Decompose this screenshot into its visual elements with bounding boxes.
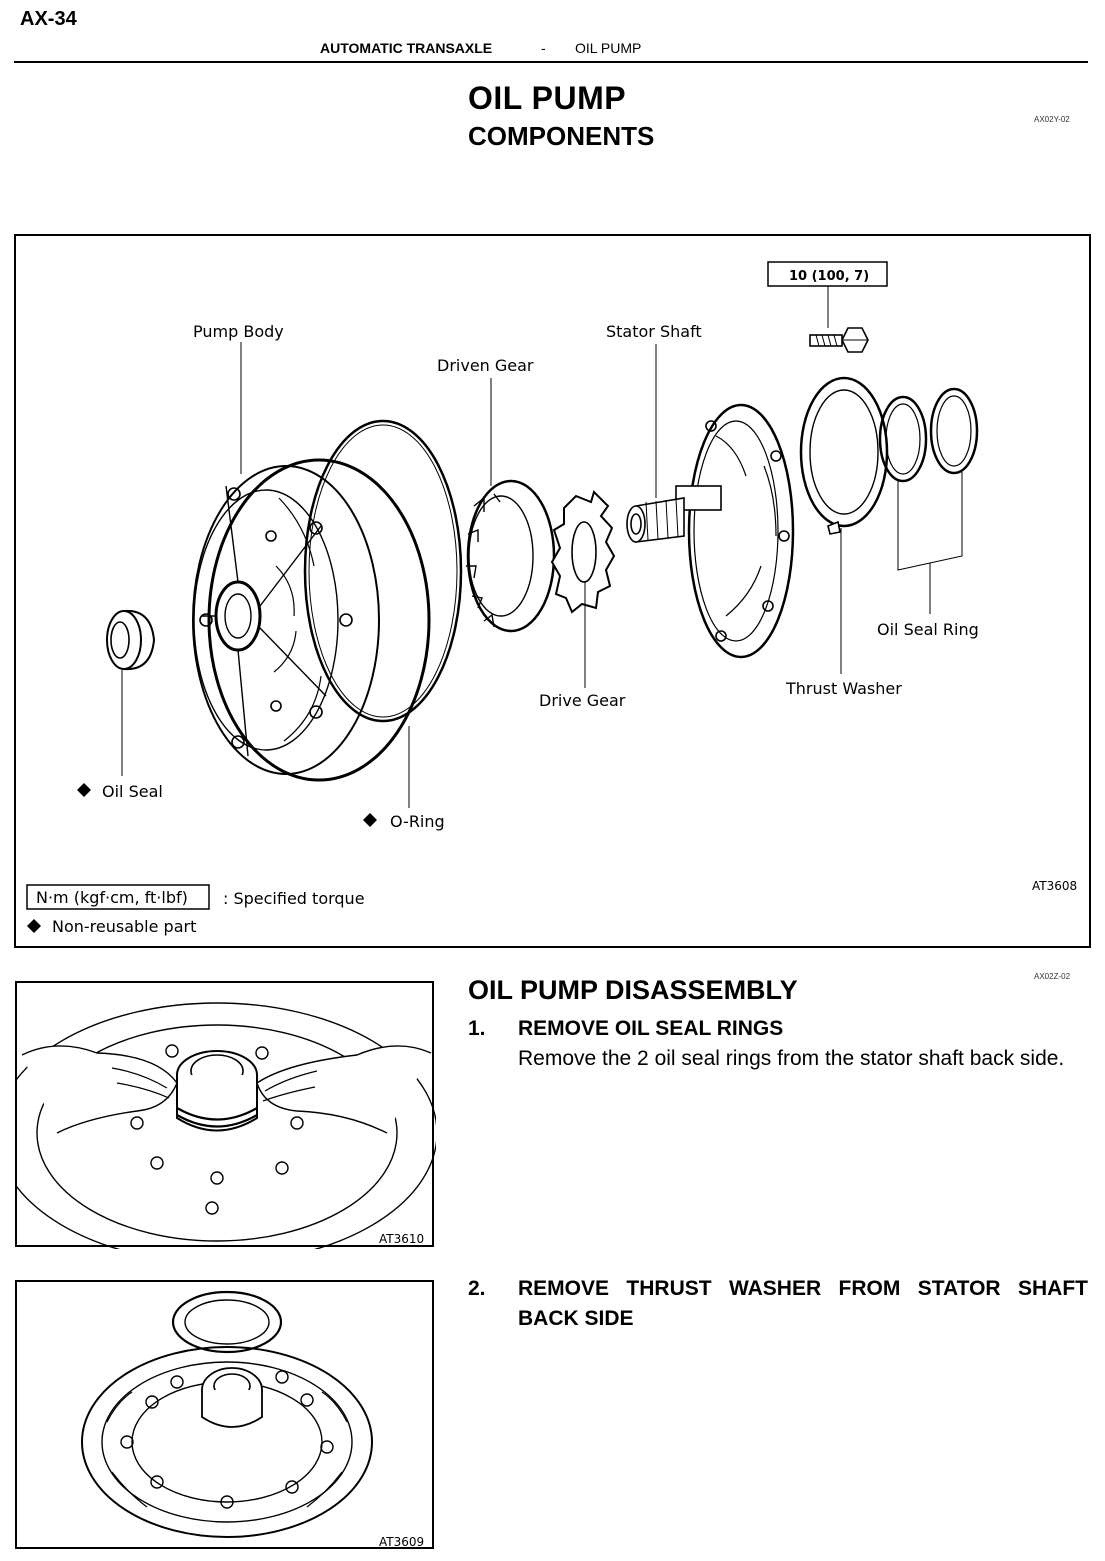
legend-torque-box [26,884,210,910]
bolt-icon [809,327,869,353]
legend-torque-unit: N·m (kgf·cm, ft·lbf) [36,888,188,907]
driven-gear-icon [466,479,556,633]
remove-thrust-washer-illustration: AT3609 [81,1290,424,1549]
components-figure: Pump Body Driven Gear Stator Shaft Oil S… [14,234,1091,948]
section-title: OIL PUMP DISASSEMBLY [468,975,798,1005]
exploded-view-diagram: Pump Body Driven Gear Stator Shaft Oil S… [26,261,1077,936]
running-header-subsection: OIL PUMP [575,40,642,56]
nonreusable-diamond-icon [363,813,377,827]
drive-gear-icon [550,490,616,614]
step1-figure-code: AT3610 [379,1232,424,1246]
o-ring-icon [303,419,463,723]
oil-seal-icon [106,609,156,671]
page-number: AX-34 [20,8,77,30]
nonreusable-diamond-icon [77,783,91,797]
page-title: OIL PUMP [468,80,627,116]
pump-body-icon [192,458,431,782]
step-1-number: 1. [468,1017,486,1040]
step-1-body: Remove the 2 oil seal rings from the sta… [518,1047,1065,1070]
step2-figure-code: AT3609 [379,1535,424,1549]
legend-torque-desc: : Specified torque [223,889,365,908]
label-oil-seal: Oil Seal [102,782,163,801]
label-o-ring: O-Ring [390,812,445,831]
label-drive-gear: Drive Gear [539,691,626,710]
label-pump-body: Pump Body [193,322,284,341]
label-stator-shaft: Stator Shaft [606,322,702,341]
label-thrust-washer: Thrust Washer [785,679,902,698]
section-doc-code: AX02Z-02 [1034,972,1071,981]
thrust-washer-icon [799,376,889,535]
running-header-separator: - [541,40,546,56]
legend-diamond-icon [27,919,41,933]
remove-seal-rings-illustration: AT3610 [17,1002,436,1249]
header-rule [14,61,1088,63]
doc-code: AX02Y-02 [1034,115,1070,124]
step-2-title: REMOVE THRUST WASHER FROM STATOR SHAFT B… [518,1277,1088,1330]
step-1-title: REMOVE OIL SEAL RINGS [518,1017,784,1040]
page-subtitle: COMPONENTS [468,121,655,151]
label-driven-gear: Driven Gear [437,356,534,375]
torque-spec: 10 (100, 7) [789,269,869,284]
stator-shaft-icon [626,403,795,659]
step2-figure: AT3609 [15,1280,434,1549]
label-oil-seal-ring: Oil Seal Ring [877,620,979,639]
oil-seal-ring-icon [878,387,979,483]
running-header-section: AUTOMATIC TRANSAXLE [320,40,493,56]
step-2-number: 2. [468,1277,486,1300]
figure-code: AT3608 [1032,879,1077,893]
legend-nonreusable: Non-reusable part [52,917,196,936]
step1-figure: AT3610 [15,981,436,1249]
